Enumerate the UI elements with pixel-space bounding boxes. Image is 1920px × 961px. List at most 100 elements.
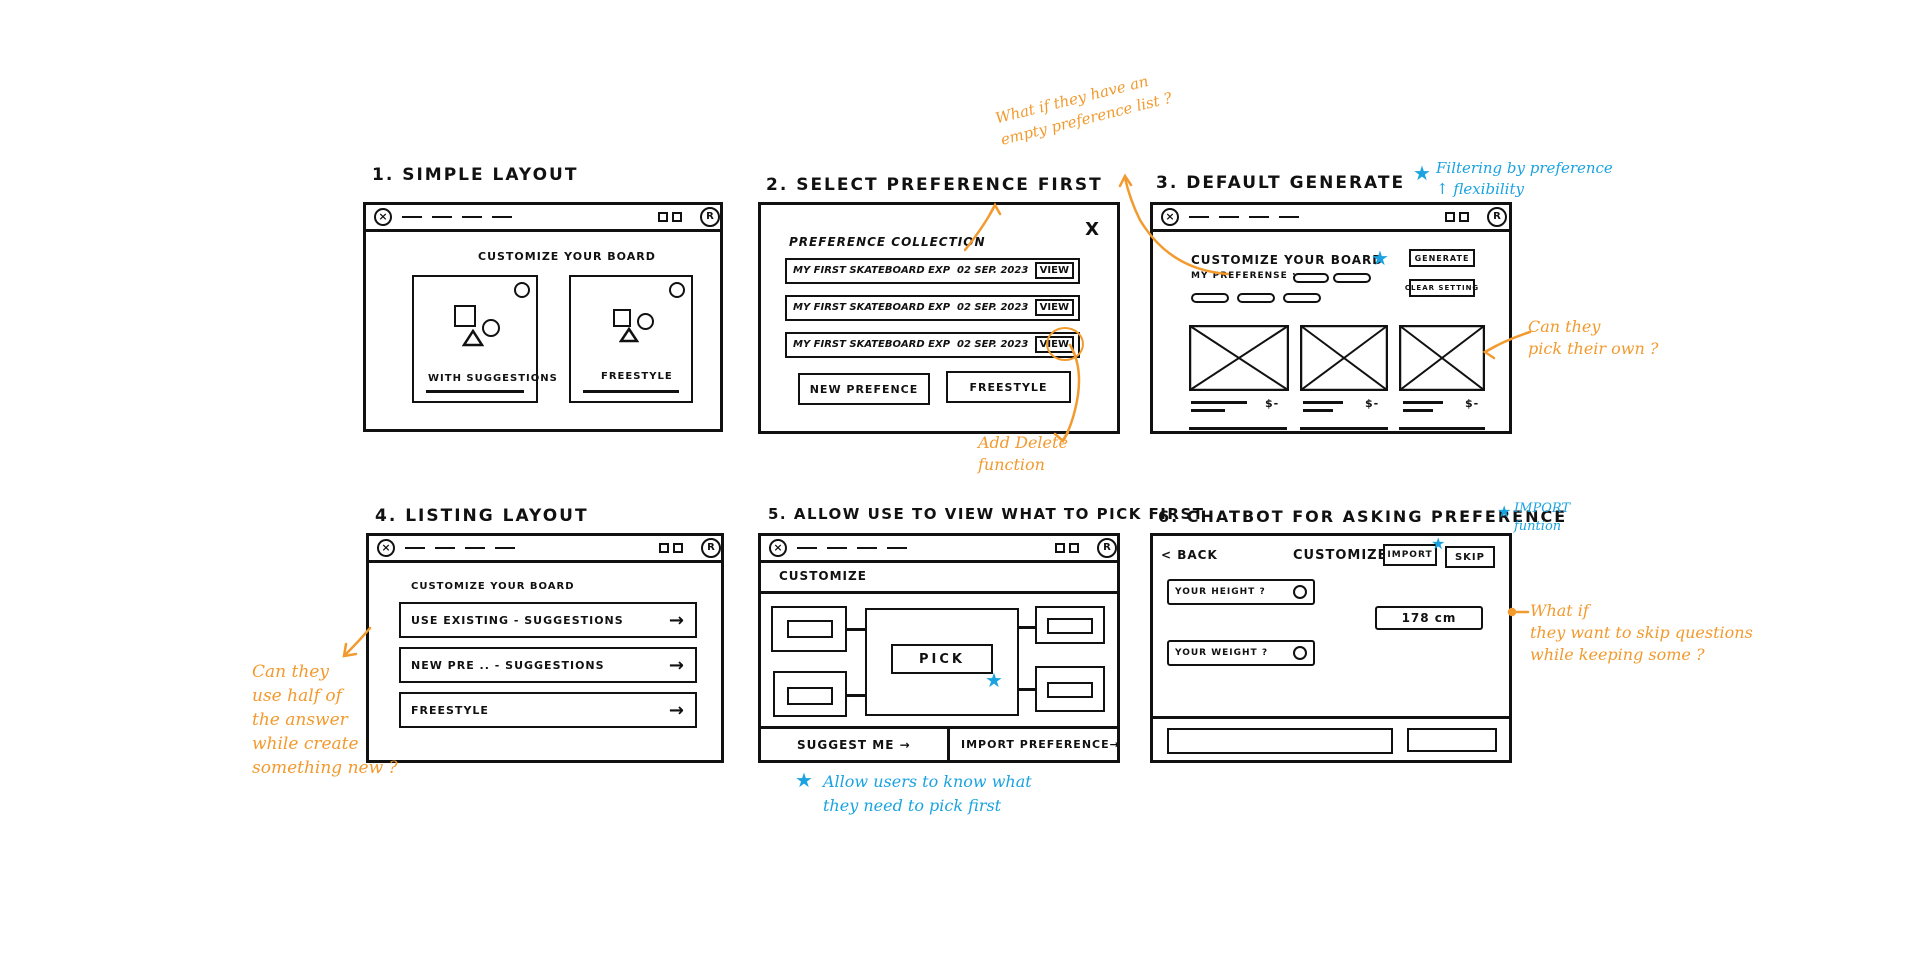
product-image-placeholder[interactable] <box>1399 325 1485 391</box>
chat-input[interactable] <box>1167 728 1393 754</box>
send-button[interactable] <box>1407 728 1497 752</box>
sketch-5-heading: CUSTOMIZE <box>779 569 867 583</box>
note-add-delete: Add Delete function <box>978 433 1068 474</box>
sketch-1-frame: × R CUSTOMIZE YOUR BOARD WITH SUGGESTION… <box>363 202 723 432</box>
chat-question-bubble: YOUR WEIGHT ? <box>1167 640 1315 666</box>
sketch-3-title: 3. DEFAULT GENERATE <box>1156 173 1406 193</box>
info-icon <box>669 282 685 298</box>
window-control-icon <box>1055 543 1065 553</box>
skip-button[interactable]: SKIP <box>1445 546 1495 568</box>
price-label: $- <box>1365 397 1380 410</box>
highlight-circle <box>1046 327 1084 361</box>
freestyle-option[interactable]: FREESTYLE→ <box>399 692 697 728</box>
close-icon[interactable]: X <box>1085 219 1099 240</box>
sketch-4-frame: × R CUSTOMIZE YOUR BOARD USE EXISTING - … <box>366 533 724 763</box>
sketch-6-title: 6. CHATBOT FOR ASKING PREFERENCE <box>1158 507 1568 526</box>
info-icon <box>514 282 530 298</box>
sketch-2-heading: PREFERENCE COLLECTION <box>789 235 986 249</box>
price-label: $- <box>1265 397 1280 410</box>
pick-button[interactable]: PICK <box>891 644 993 674</box>
note-half-answer: Can they use half of the answer while cr… <box>252 662 398 778</box>
square-shape-icon <box>613 309 631 327</box>
window-titlebar: × R <box>761 536 1117 563</box>
circle-shape-icon <box>482 319 500 337</box>
star-icon: ★ <box>1497 502 1512 521</box>
window-control-icon <box>1459 212 1469 222</box>
suggest-me-button[interactable]: SUGGEST ME → <box>797 738 911 752</box>
avatar-icon: R <box>700 207 720 227</box>
preference-chip[interactable] <box>1191 293 1229 303</box>
pick-panel: PICK ★ <box>865 608 1019 716</box>
preference-chip[interactable] <box>1293 273 1329 283</box>
avatar-icon: R <box>701 538 721 558</box>
card-label: FREESTYLE <box>601 371 673 382</box>
note-filtering: Filtering by preference ↑ flexibility <box>1436 159 1613 198</box>
new-preference-button[interactable]: NEW PREFENCE <box>798 373 930 405</box>
sketch-6-heading: CUSTOMIZE <box>1293 548 1388 563</box>
view-button[interactable]: VIEW <box>1034 262 1074 279</box>
avatar-icon: R <box>1097 538 1117 558</box>
price-label: $- <box>1465 397 1480 410</box>
import-button[interactable]: IMPORT <box>1383 544 1437 566</box>
arrow-right-icon: → <box>668 609 685 631</box>
star-icon: ★ <box>1431 534 1446 553</box>
sketch-1-heading: CUSTOMIZE YOUR BOARD <box>478 250 656 263</box>
sketch-3-frame: × R CUSTOMIZE YOUR BOARD ★ MY PREFERENSE… <box>1150 202 1512 434</box>
window-control-icon <box>1069 543 1079 553</box>
product-image-placeholder[interactable] <box>1189 325 1289 391</box>
window-control-icon <box>1445 212 1455 222</box>
sketch-6-frame: < BACK CUSTOMIZE IMPORT ★ SKIP YOUR HEIG… <box>1150 533 1512 763</box>
window-titlebar: × R <box>366 205 720 232</box>
sketch-3-heading: CUSTOMIZE YOUR BOARD <box>1191 253 1384 267</box>
star-icon: ★ <box>985 668 1003 692</box>
product-image-placeholder[interactable] <box>1300 325 1388 391</box>
sketch-2-title: 2. SELECT PREFERENCE FIRST <box>766 175 1103 195</box>
new-preference-option[interactable]: NEW PRE .. - SUGGESTIONS→ <box>399 647 697 683</box>
close-icon: × <box>1161 208 1179 226</box>
square-shape-icon <box>454 305 476 327</box>
import-preference-button[interactable]: IMPORT PREFERENCE→ <box>961 738 1120 751</box>
arrow-right-icon: → <box>668 699 685 721</box>
sketch-4-heading: CUSTOMIZE YOUR BOARD <box>411 581 575 592</box>
window-control-icon <box>659 543 669 553</box>
card-label: WITH SUGGESTIONS <box>428 373 558 384</box>
star-icon: ★ <box>795 768 813 792</box>
preference-row[interactable]: MY FIRST SKATEBOARD EXP 02 SEP. 2023 VIE… <box>785 258 1080 284</box>
preference-chip[interactable] <box>1283 293 1321 303</box>
freestyle-card[interactable]: FREESTYLE <box>569 275 693 403</box>
sketch-5-title: 5. ALLOW USE TO VIEW WHAT TO PICK FIRST <box>768 505 1205 523</box>
arrow-right-icon: → <box>668 654 685 676</box>
note-pick-own: Can they pick their own ? <box>1528 317 1659 358</box>
back-button[interactable]: < BACK <box>1161 548 1218 562</box>
info-icon <box>1293 585 1307 599</box>
window-control-icon <box>672 212 682 222</box>
note-import-function: IMPORT funtion <box>1514 501 1571 534</box>
option-card[interactable] <box>1035 606 1105 644</box>
option-card[interactable] <box>771 606 847 652</box>
preference-chip[interactable] <box>1333 273 1371 283</box>
triangle-shape-icon <box>619 327 639 343</box>
sketch-4-title: 4. LISTING LAYOUT <box>375 506 589 526</box>
window-control-icon <box>658 212 668 222</box>
avatar-icon: R <box>1487 207 1507 227</box>
star-icon: ★ <box>1371 246 1389 270</box>
use-existing-option[interactable]: USE EXISTING - SUGGESTIONS→ <box>399 602 697 638</box>
suggestions-card[interactable]: WITH SUGGESTIONS <box>412 275 557 403</box>
sketch-2-frame: X PREFERENCE COLLECTION MY FIRST SKATEBO… <box>758 202 1120 434</box>
preference-chip[interactable] <box>1237 293 1275 303</box>
view-button[interactable]: VIEW <box>1034 299 1074 316</box>
freestyle-button[interactable]: FREESTYLE <box>946 371 1071 403</box>
option-card[interactable] <box>773 671 847 717</box>
generate-button[interactable]: GENERATE <box>1409 249 1475 267</box>
note-know-pick: Allow users to know what they need to pi… <box>823 772 1032 815</box>
chat-question-bubble: YOUR HEIGHT ? <box>1167 579 1315 605</box>
circle-shape-icon <box>637 313 654 330</box>
close-icon: × <box>374 208 392 226</box>
preference-row[interactable]: MY FIRST SKATEBOARD EXP 02 SEP. 2023 VIE… <box>785 295 1080 321</box>
option-card[interactable] <box>1035 666 1105 712</box>
close-icon: × <box>377 539 395 557</box>
preference-label: MY PREFERENSE : <box>1191 271 1297 281</box>
note-skip-questions: What if they want to skip questions whil… <box>1530 601 1753 664</box>
clear-setting-button[interactable]: CLEAR SETTING <box>1405 279 1478 297</box>
